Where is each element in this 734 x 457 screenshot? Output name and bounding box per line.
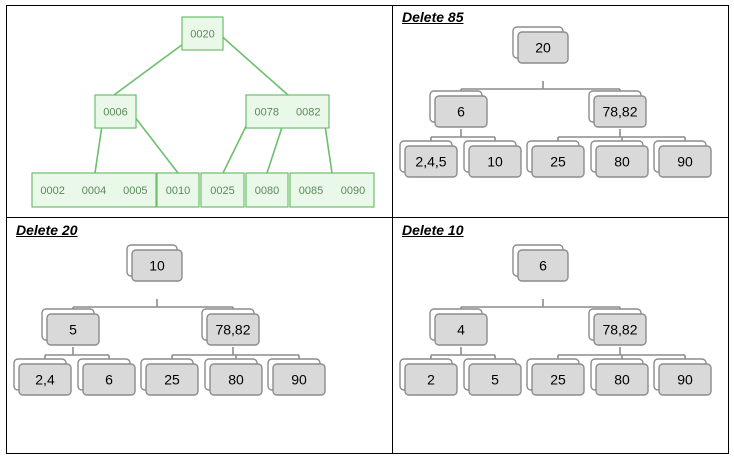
node-key: 0005 [123,185,147,197]
tree-edge [130,111,179,174]
node-key: 80 [228,372,244,388]
node-key: 0078 [255,107,279,119]
delete-20-panel: Delete 20 10 5 78,82 2,4 6 25 80 90 [7,218,392,453]
delete-20-title: Delete 20 [16,222,78,238]
node-key: 0080 [255,185,279,197]
leaf-node: 6 [77,358,136,396]
original-tree-nodes: 0020 0006 0078 0082 0002 0004 0005 0010 0025 0080… [31,16,375,208]
node-key: 6 [105,372,113,388]
leaf-node: 90 [653,140,712,178]
node-key: 0004 [82,185,106,197]
node-key: 0020 [190,29,214,41]
leaf-node: 80 [204,358,263,396]
node-key: 90 [291,372,307,388]
node-key: 6 [539,258,547,274]
leaf-node: 90 [653,358,712,396]
leaf-node: 80 [590,140,649,178]
delete-85-tree: 20 6 78,82 2,4,5 10 25 80 90 [399,26,712,178]
leaf-node: 2,4,5 [399,140,458,178]
table-divider-horizontal [6,217,729,218]
node-key: 5 [491,372,499,388]
delete-20-tree: 10 5 78,82 2,4 6 25 80 90 [13,244,326,396]
leaf-node: 90 [267,358,326,396]
original-tree-panel: 0020 0006 0078 0082 0002 0004 0005 0010 0025 0080… [7,6,392,217]
table-border-left [6,5,7,454]
node-key: 90 [677,154,693,170]
node-key: 0025 [210,185,234,197]
node-key: 20 [535,40,551,56]
table-border-top [6,5,729,6]
internal-node: 5 [41,308,100,346]
leaf-node: 2,4 [13,358,72,396]
node-key: 0006 [103,107,127,119]
node-key: 2 [427,372,435,388]
node-key: 80 [614,154,630,170]
node-key: 0090 [341,185,365,197]
node-key: 0010 [166,185,190,197]
internal-node: 0006 [94,94,137,129]
node-key: 4 [457,322,465,338]
delete-10-title: Delete 10 [402,222,464,238]
root-node: 0020 [181,16,224,51]
node-key: 0082 [296,107,320,119]
internal-node: 0078 0082 [245,94,330,129]
node-key: 80 [614,372,630,388]
root-node: 6 [512,244,569,282]
leaf-node: 25 [526,358,585,396]
leaf-node: 10 [463,140,522,178]
node-key: 25 [164,372,180,388]
internal-node: 4 [429,308,488,346]
node-key: 78,82 [602,322,637,338]
leaf-node: 2 [399,358,458,396]
internal-node: 78,82 [588,90,647,128]
node-key: 25 [550,154,566,170]
node-key: 10 [487,154,503,170]
leaf-node: 0002 0004 0005 [31,172,157,208]
table-border-right [728,5,729,454]
original-tree-diagram: 0020 0006 0078 0082 0002 0004 0005 0010 0025 0080… [31,16,375,208]
leaf-node: 80 [590,358,649,396]
root-node: 10 [126,244,183,282]
node-key: 90 [677,372,693,388]
table-border-bottom [6,453,729,454]
internal-node: 78,82 [588,308,647,346]
node-key: 2,4 [35,372,55,388]
leaf-node: 0080 [245,172,289,208]
node-key: 25 [550,372,566,388]
root-node: 20 [512,26,569,64]
node-key: 0002 [40,185,64,197]
delete-85-title: Delete 85 [402,9,464,25]
leaf-node: 0010 [156,172,200,208]
leaf-node: 0025 [200,172,245,208]
leaf-node: 5 [463,358,522,396]
table-divider-vertical [392,5,393,454]
node-key: 78,82 [602,104,637,120]
internal-node: 6 [429,90,488,128]
node-key: 10 [149,258,165,274]
delete-85-panel: Delete 85 20 6 78,82 2,4,5 10 25 80 90 [393,6,728,217]
node-key: 2,4,5 [415,154,446,170]
leaf-node: 25 [140,358,199,396]
node-key: 6 [457,104,465,120]
leaf-node: 25 [526,140,585,178]
leaf-node: 0085 0090 [289,172,375,208]
internal-node: 78,82 [201,308,260,346]
node-key: 0085 [299,185,323,197]
node-key: 5 [69,322,77,338]
node-key: 78,82 [215,322,250,338]
tree-edge [217,32,289,96]
